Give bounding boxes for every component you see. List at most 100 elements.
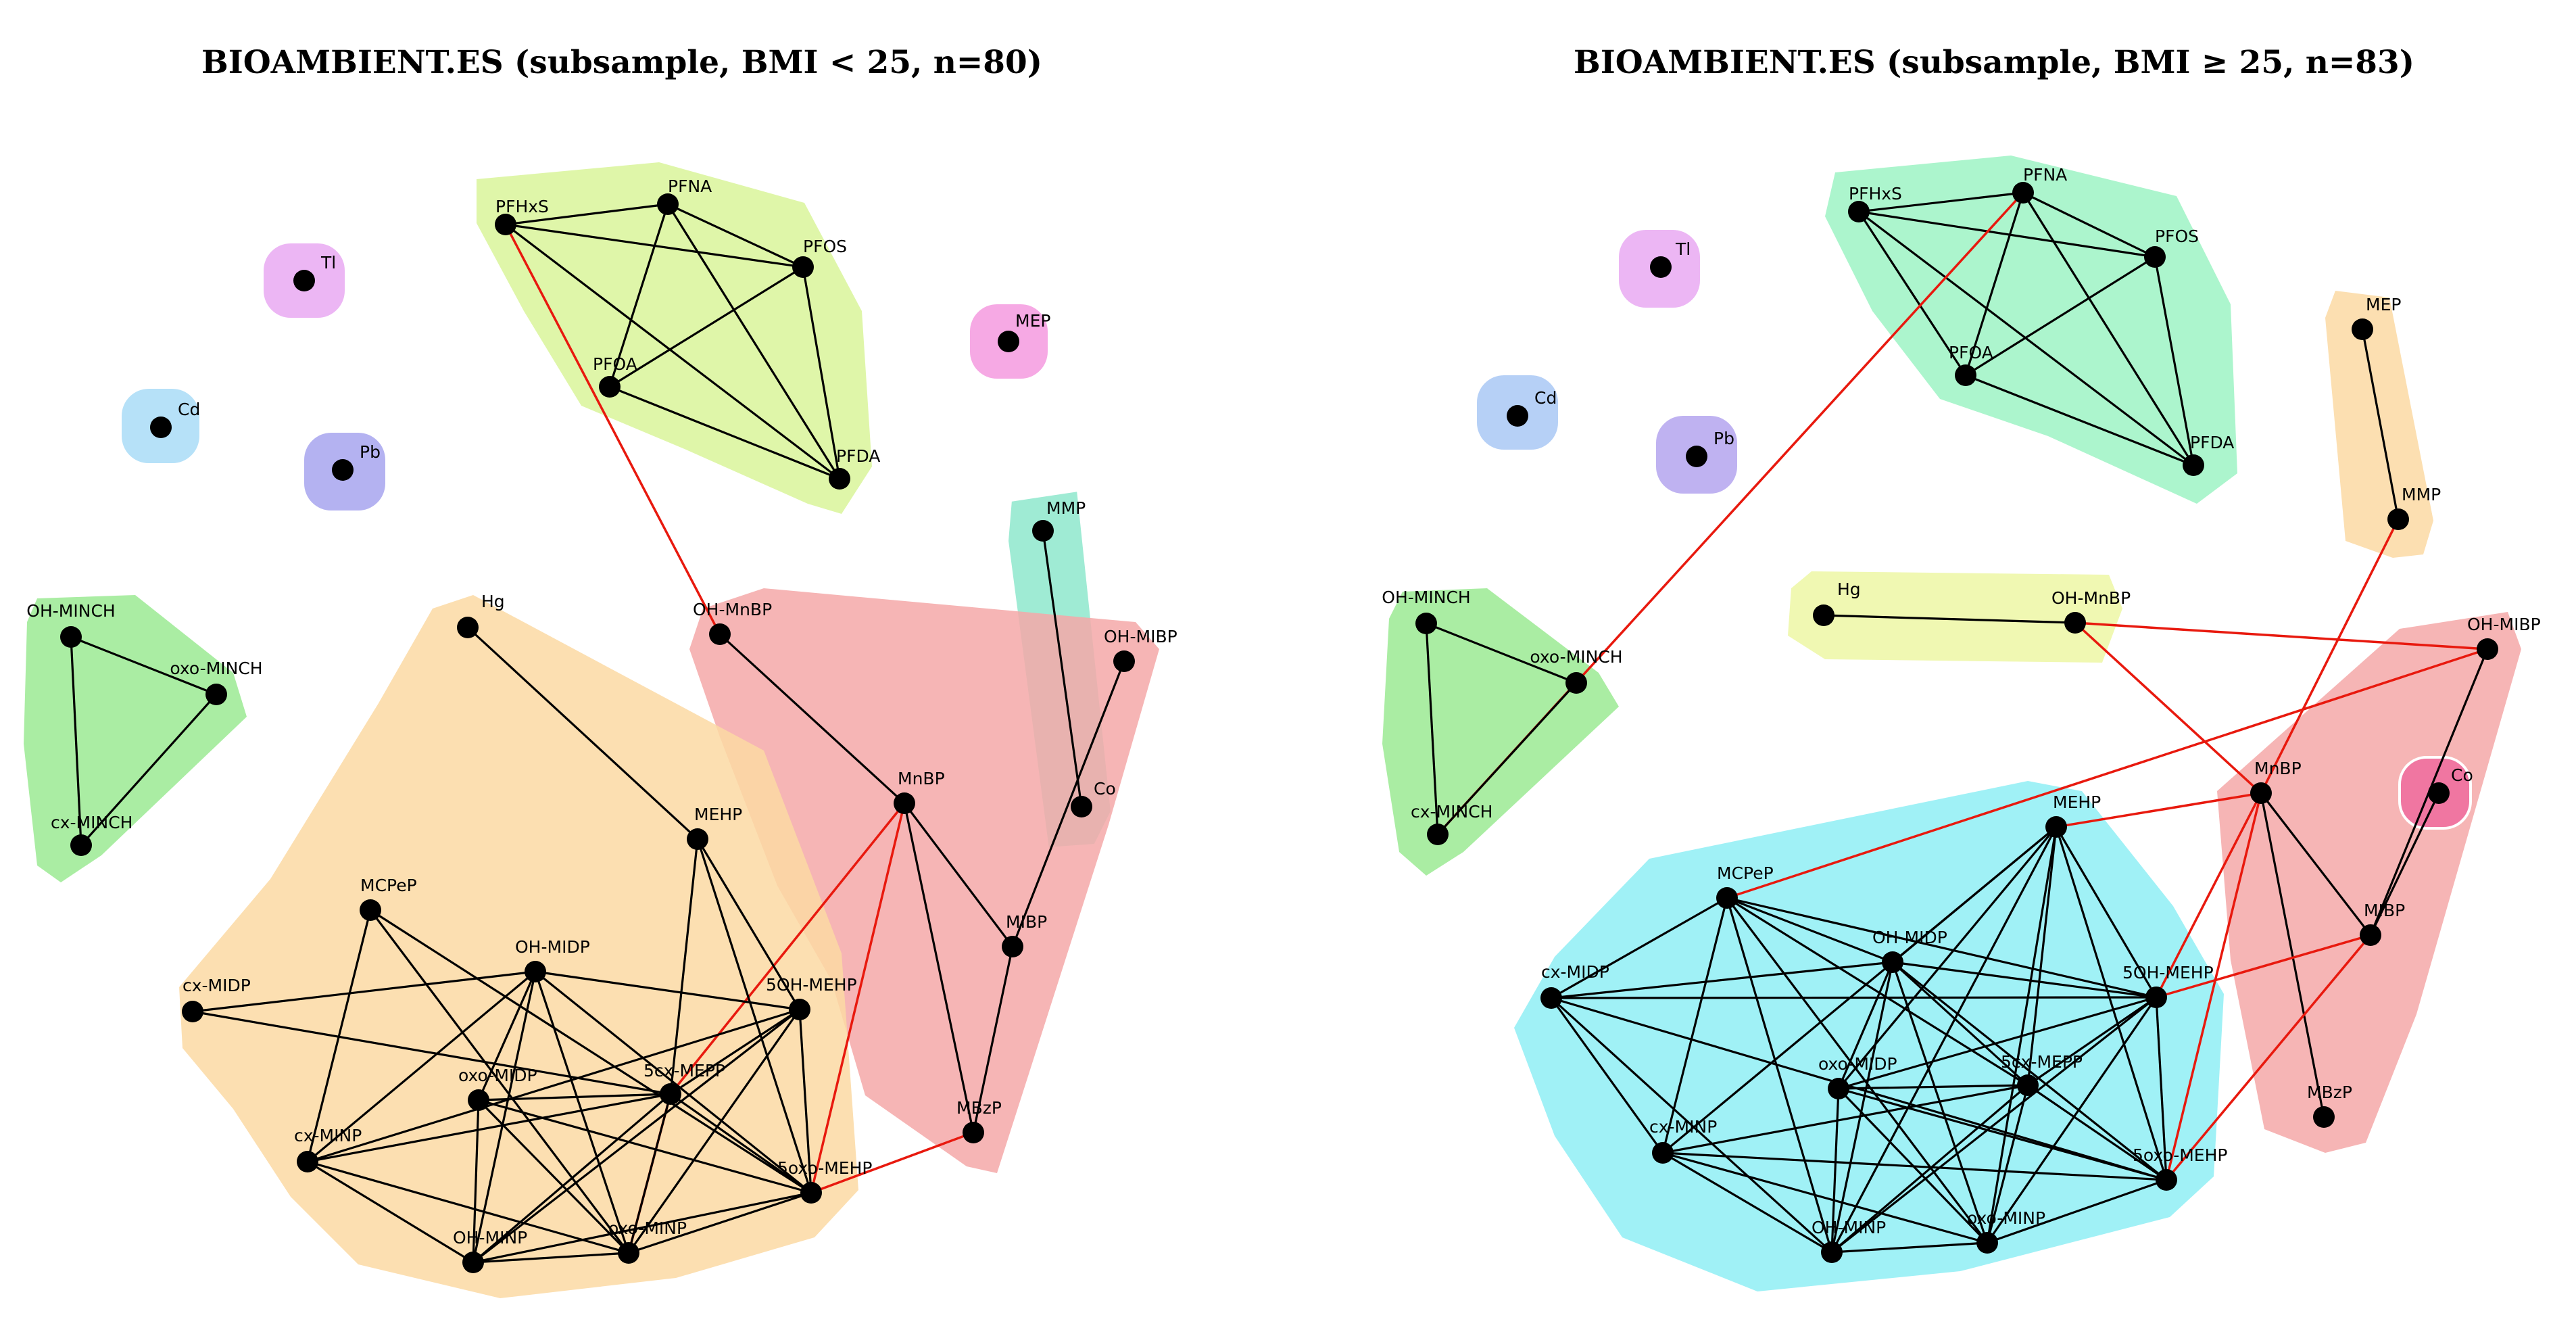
edge-PFNA-PFOS <box>2022 191 2156 258</box>
node-label-MEP: MEP <box>1015 311 1050 331</box>
node-label-cx-MIDP: cx-MIDP <box>1541 962 1609 982</box>
node-label-oxo-MIDP: oxo-MIDP <box>1818 1054 1897 1074</box>
node-label-oxo-MINCH: oxo-MINCH <box>170 659 262 678</box>
node-label-PFDA: PFDA <box>836 446 880 466</box>
edge-MnBP-MIBP <box>903 803 1014 947</box>
node-MIBP <box>2360 924 2381 946</box>
node-Pb <box>1686 446 1707 467</box>
edge-Hg-MEHP <box>466 626 699 840</box>
edge-MCPeP-cx-MIDP <box>1551 897 1728 999</box>
edge-PFOS-PFDA <box>2154 256 2195 466</box>
edge-OH-MIDP-5cx-MEPP <box>1891 961 2029 1087</box>
node-PFOA <box>599 376 621 398</box>
edge-PFOS-PFOA <box>609 266 804 388</box>
edge-OH-MIDP-5oxo-MEHP <box>534 970 812 1194</box>
node-oxo-MINP <box>618 1242 639 1264</box>
edge-OH-MnBP-MnBP <box>719 633 906 805</box>
edge-OH-MINCH-oxo-MINCH <box>70 636 217 696</box>
edge-MnBP-MBzP <box>2260 792 2325 1118</box>
edge-MIBP-MBzP <box>972 946 1014 1133</box>
edge-MnBP-5cx-MEPP <box>669 802 906 1095</box>
node-PFDA <box>829 468 850 490</box>
node-label-MnBP: MnBP <box>898 769 945 788</box>
edge-PFOA-PFDA <box>609 385 840 480</box>
edge-OH-MIDP-OH-MINP <box>472 971 537 1263</box>
node-MBzP <box>963 1122 984 1143</box>
node-Cd <box>150 417 172 438</box>
edge-5OH-MEHP-5oxo-MEHP <box>798 1009 812 1193</box>
edge-MnBP-5oxo-MEHP <box>810 803 906 1193</box>
edge-MEHP-OH-MINP <box>1830 826 2058 1253</box>
node-label-5OH-MEHP: 5OH-MEHP <box>766 975 857 995</box>
node-label-MCPeP: MCPeP <box>1717 863 1774 883</box>
node-label-OH-MINCH: OH-MINCH <box>26 601 115 621</box>
node-oxo-MIDP <box>1828 1078 1849 1099</box>
group-hull-right-minch <box>1382 588 1619 876</box>
node-label-PFHxS: PFHxS <box>1849 184 1902 204</box>
edge-5cx-MEPP-5oxo-MEHP <box>670 1093 812 1194</box>
node-label-MCPeP: MCPeP <box>360 876 417 895</box>
edge-OH-MIDP-cx-MINP <box>306 970 537 1163</box>
node-label-MEHP: MEHP <box>2053 792 2101 812</box>
node-5oxo-MEHP <box>2156 1169 2177 1191</box>
node-label-5OH-MEHP: 5OH-MEHP <box>2122 963 2214 982</box>
node-label-PFOS: PFOS <box>803 237 847 256</box>
node-label-OH-MIBP: OH-MIBP <box>2467 615 2541 634</box>
node-PFNA <box>2012 182 2034 204</box>
edge-OH-MIDP-oxo-MINP <box>534 971 630 1254</box>
node-OH-MINCH <box>60 626 82 648</box>
node-5cx-MEPP <box>2017 1074 2039 1096</box>
node-label-PFNA: PFNA <box>668 176 712 196</box>
edge-oxo-MINCH-cx-MINCH <box>1436 682 1578 836</box>
edge-OH-MIBP-MIBP <box>1011 661 1125 947</box>
node-PFOS <box>792 256 814 278</box>
node-PFHxS <box>1848 201 1870 222</box>
edge-5OH-MEHP-OH-MINP <box>1831 996 2157 1254</box>
edge-MCPeP-oxo-MINP <box>1726 897 1989 1243</box>
edge-OH-MnBP-OH-MIBP <box>2074 621 2488 650</box>
node-label-MBzP: MBzP <box>2307 1083 2352 1102</box>
edge-cx-MIDP-5cx-MEPP <box>192 1010 671 1095</box>
edge-PFHxS-PFNA <box>505 203 669 226</box>
edge-oxo-MIDP-5oxo-MEHP <box>478 1099 812 1194</box>
edge-OH-MINCH-cx-MINCH <box>70 636 82 846</box>
node-label-OH-MIDP: OH-MIDP <box>1872 928 1947 947</box>
edge-5cx-MEPP-5oxo-MEHP <box>2027 1084 2167 1181</box>
edge-oxo-MIDP-OH-MINP <box>1830 1088 1840 1253</box>
node-Pb <box>332 459 354 481</box>
edge-cx-MIDP-OH-MIDP <box>1551 961 1893 999</box>
left-nodes: PFHxSPFNAPFOSPFOAPFDATlMEPCdPbOH-MINCHox… <box>26 176 1177 1273</box>
node-label-oxo-MINP: oxo-MINP <box>1967 1208 2045 1228</box>
node-label-OH-MIDP: OH-MIDP <box>515 937 590 957</box>
edge-MCPeP-5OH-MEHP <box>1726 897 2157 999</box>
edge-MnBP-5oxo-MEHP <box>2165 792 2262 1181</box>
node-PFOS <box>2144 246 2166 268</box>
node-PFNA <box>657 193 679 215</box>
edge-5oxo-MEHP-OH-MINP <box>472 1191 812 1264</box>
edge-PFOS-PFOA <box>1965 256 2156 377</box>
edge-OH-MIDP-5OH-MEHP <box>1892 961 2157 999</box>
edge-OH-MIBP-MCPeP <box>1726 648 2488 899</box>
edge-5OH-MEHP-cx-MINP <box>307 1008 800 1163</box>
edge-MCPeP-OH-MINP <box>1726 897 1833 1253</box>
node-oxo-MINCH <box>205 684 227 705</box>
edge-cx-MINP-oxo-MINP <box>1662 1151 1988 1244</box>
edge-PFNA-PFOA <box>608 204 669 387</box>
edge-PFNA-PFDA <box>2022 192 2195 466</box>
node-label-MnBP: MnBP <box>2254 759 2302 778</box>
node-label-Hg: Hg <box>481 592 505 611</box>
edge-MCPeP-OH-MIDP <box>1726 897 1893 964</box>
node-MEHP <box>2045 816 2067 838</box>
edge-OH-MIDP-oxo-MIDP <box>1837 961 1894 1089</box>
edge-cx-MINP-OH-MINP <box>1662 1151 1832 1254</box>
edge-MCPeP-5oxo-MEHP <box>370 909 812 1194</box>
node-MEP <box>2352 318 2373 340</box>
node-label-Co: Co <box>1094 779 1116 799</box>
node-Co <box>1071 796 1092 817</box>
panel-right-title: BIOAMBIENT.ES (subsample, BMI ≥ 25, n=83… <box>1574 44 2414 81</box>
node-5oxo-MEHP <box>800 1182 822 1204</box>
edge-OH-MINP-oxo-MINP <box>472 1252 629 1264</box>
node-label-Tl: Tl <box>1675 239 1691 259</box>
edge-5cx-MEPP-cx-MINP <box>1662 1084 2028 1154</box>
edge-5OH-MEHP-5cx-MEPP <box>670 1008 800 1095</box>
